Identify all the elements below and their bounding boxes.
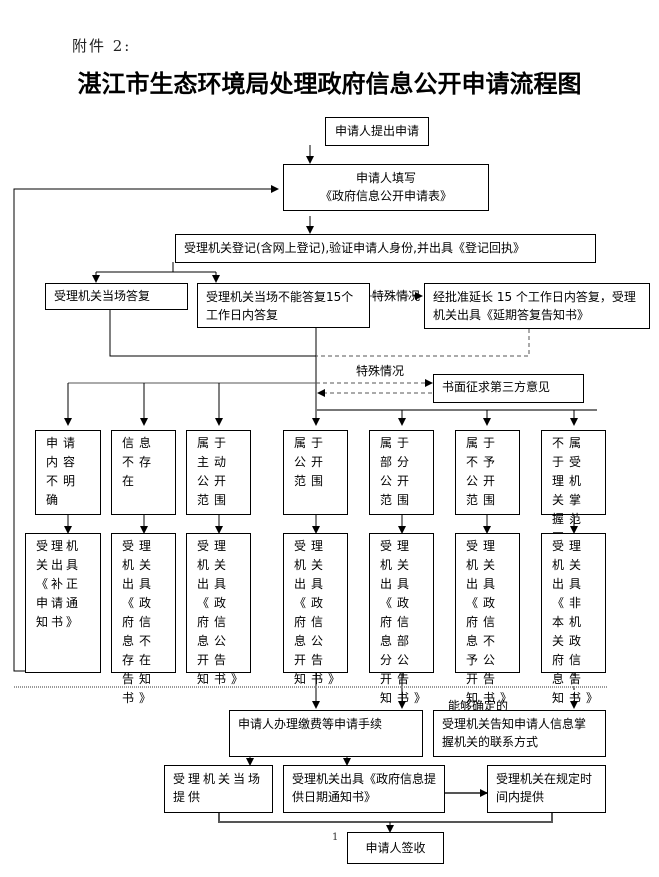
node-cat-not-public: 属于不予公开范围 [455,430,520,515]
node-out-proactive: 受理机关出具《政府信息公开告知书》 [186,533,251,686]
attachment-label: 附件 2: [72,37,132,55]
node-contact-info: 受理机关告知申请人信息掌握机关的联系方式 [433,710,606,757]
node-cat-unclear: 申请内容不明确 [35,430,101,515]
node-out-unclear: 受理机关出具《补正申请通知书》 [25,533,101,673]
node-sign: 申请人签收 [347,832,444,864]
page-title: 湛江市生态环境局处理政府信息公开申请流程图 [77,70,582,98]
node-fees: 申请人办理缴费等申请手续 [229,710,423,757]
node-cat-proactive: 属于主动公开范围 [186,430,251,515]
fill-form-line1: 申请人填写 [355,171,416,185]
node-cat-not-exist: 信息不存在 [111,430,176,515]
node-date-notice: 受理机关出具《政府信息提供日期通知书》 [283,765,445,813]
label-determinable: 能够确定的 [448,699,509,713]
node-third-party: 书面征求第三方意见 [433,374,584,403]
node-out-not-public: 受理机关出具《政府信息不予公开告知书》 [455,533,520,705]
label-special-1: 特殊情况 [372,289,421,303]
page-number: 1 [332,832,339,843]
node-cat-public: 属于公开范围 [283,430,348,515]
node-cat-not-held: 不属于受理机关掌握范围 [541,430,606,545]
node-provide-on-site: 受理机关当场提供 [164,765,273,813]
node-reply-on-site: 受理机关当场答复 [45,283,188,310]
edge-merge-sign [218,812,553,823]
node-register: 受理机关登记(含网上登记),验证申请人身份,并出具《登记回执》 [175,234,596,263]
node-submit: 申请人提出申请 [325,117,429,146]
node-reply-15-days: 受理机关当场不能答复15个工作日内答复 [197,283,370,328]
node-cat-partial: 属于部分公开范围 [369,430,434,515]
node-out-public: 受理机关出具《政府信息公开告知书》 [283,533,348,686]
node-out-not-held: 受理机关出具《非本机关政府信息告知书》 [541,533,606,705]
edge-extension-back [316,329,530,357]
node-extension: 经批准延长 15 个工作日内答复，受理机关出具《延期答复告知书》 [424,283,650,329]
label-special-2: 特殊情况 [356,364,405,378]
node-provide-in-time: 受理机关在规定时间内提供 [487,765,606,813]
node-out-partial: 受理机关出具《政府信息部分公开告知书》 [369,533,434,705]
node-out-not-exist: 受理机关出具《政府信息不存在告知书》 [111,533,176,705]
fill-form-line2: 《政府信息公开申请表》 [319,189,452,203]
node-fill-form: 申请人填写 《政府信息公开申请表》 [283,164,489,211]
